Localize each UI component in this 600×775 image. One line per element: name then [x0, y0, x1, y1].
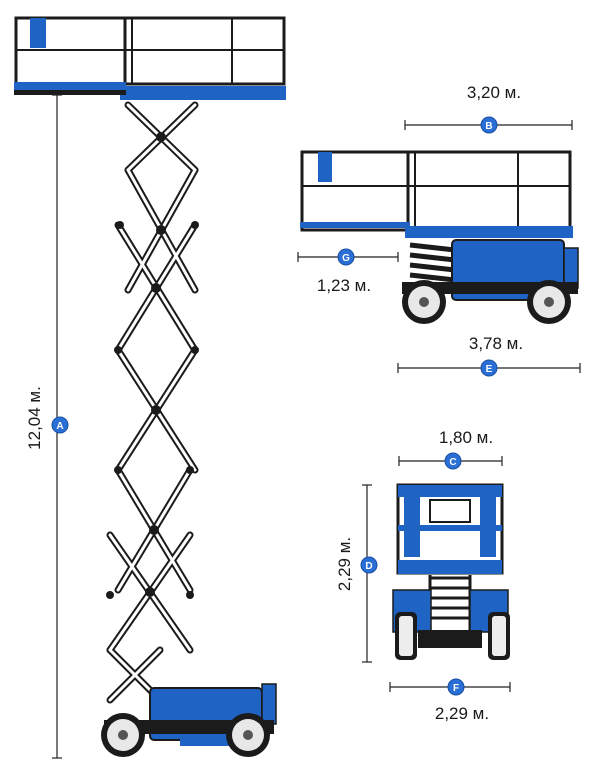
badge-a: [51, 416, 69, 434]
badge-b-letter: B: [485, 121, 492, 132]
dimension-g-label: 1,23 м.: [317, 276, 371, 295]
badge-e: [480, 359, 498, 377]
badge-c-letter: C: [449, 457, 456, 468]
badge-e-letter: E: [486, 364, 493, 375]
badge-a-letter: A: [56, 421, 63, 432]
dimension-e: 3,78 м. E: [397, 334, 581, 377]
dimension-a: A 12,04 м.: [25, 94, 69, 759]
dimension-b: 3,20 м. B: [404, 83, 573, 134]
dimension-c: 1,80 м. C: [398, 428, 503, 470]
badge-g: [337, 248, 355, 266]
dimension-f: F 2,29 м.: [389, 678, 511, 723]
dimension-f-label: 2,29 м.: [435, 704, 489, 723]
badge-f-letter: F: [453, 683, 459, 694]
badge-b: [480, 116, 498, 134]
dimension-a-label: 12,04 м.: [25, 386, 44, 450]
lift-front-view: [392, 483, 510, 660]
dimension-d-label: 2,29 м.: [335, 537, 354, 591]
dimension-e-label: 3,78 м.: [469, 334, 523, 353]
wheel-icon: [101, 713, 145, 757]
badge-d: [360, 556, 378, 574]
dimension-b-label: 3,20 м.: [467, 83, 521, 102]
badge-d-letter: D: [365, 561, 372, 572]
dimension-d: D 2,29 м.: [335, 484, 378, 663]
dimension-g: G 1,23 м.: [297, 248, 399, 295]
extended-platform: [14, 16, 286, 100]
extended-chassis: [101, 683, 277, 757]
wheel-icon: [226, 713, 270, 757]
badge-c: [444, 452, 462, 470]
badge-g-letter: G: [342, 253, 350, 264]
lift-side-view: [300, 150, 579, 324]
badge-f: [447, 678, 465, 696]
lift-extended-view: [14, 16, 286, 757]
wheel-icon: [527, 280, 571, 324]
wheel-icon: [402, 280, 446, 324]
dimension-c-label: 1,80 м.: [439, 428, 493, 447]
